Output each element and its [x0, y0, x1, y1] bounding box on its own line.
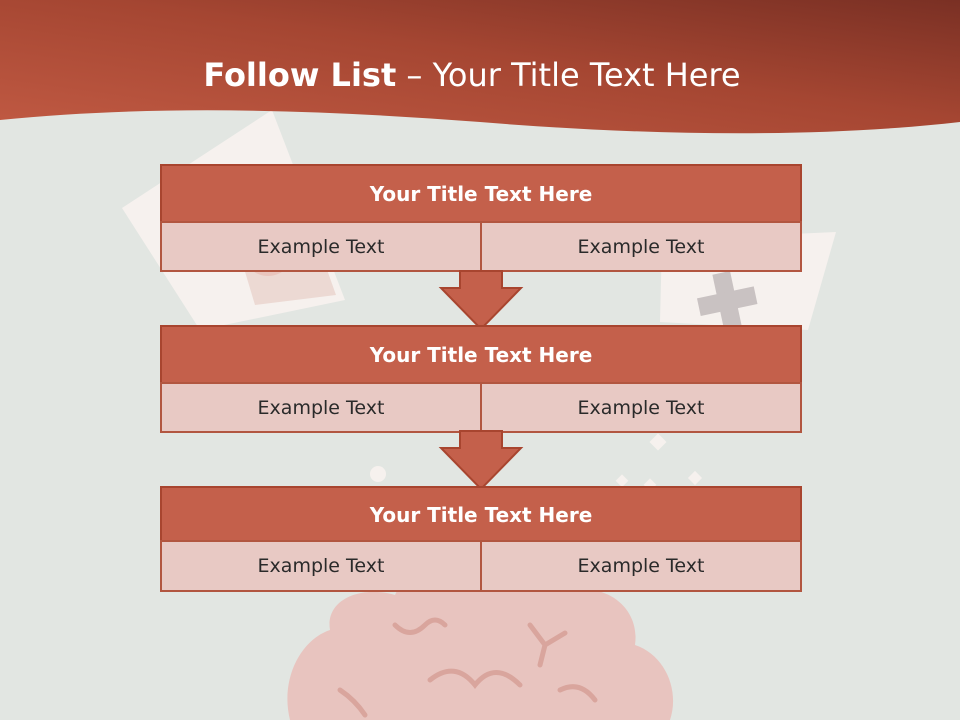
brain-illustration: [287, 568, 674, 720]
block-left-text: Example Text: [160, 382, 482, 433]
down-arrow-icon: [438, 430, 524, 491]
decor-diamond: [649, 433, 667, 451]
slide-title: Follow List – Your Title Text Here: [0, 50, 944, 100]
decor-dot: [370, 466, 386, 482]
block-left-text: Example Text: [160, 540, 482, 592]
header-band: [0, 0, 960, 134]
block-right-text: Example Text: [480, 540, 802, 592]
block-title: Your Title Text Here: [160, 325, 802, 384]
block-right-text: Example Text: [480, 221, 802, 272]
down-arrow-icon: [438, 270, 524, 331]
block-title: Your Title Text Here: [160, 164, 802, 223]
decor-diamond: [687, 470, 703, 486]
slide-title-rest: – Your Title Text Here: [396, 56, 741, 94]
block-right-text: Example Text: [480, 382, 802, 433]
block-title: Your Title Text Here: [160, 486, 802, 544]
cross-icon: [696, 270, 758, 332]
slide-title-bold: Follow List: [203, 56, 397, 94]
block-left-text: Example Text: [160, 221, 482, 272]
